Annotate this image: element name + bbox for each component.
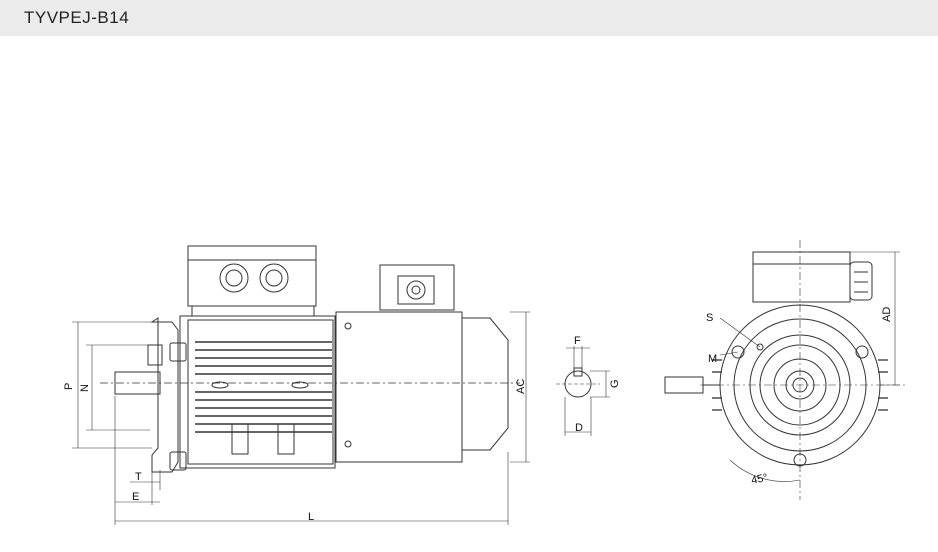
flange	[150, 317, 179, 473]
label-AC: AC	[515, 379, 527, 394]
label-E: E	[132, 491, 139, 503]
dimension-lines	[72, 311, 530, 525]
label-AD: AD	[881, 307, 893, 322]
header-bar: TYVPEJ-B14	[0, 0, 938, 36]
shaft-section	[556, 346, 610, 436]
page-title: TYVPEJ-B14	[24, 8, 130, 27]
label-M: M	[708, 353, 717, 365]
label-P: P	[63, 383, 75, 390]
dimension-labels: L E T P N AC F G D S M AD 45°	[63, 307, 893, 523]
label-L: L	[308, 511, 314, 523]
end-terminal-box	[752, 251, 851, 303]
label-D: D	[575, 422, 583, 434]
side-view	[72, 245, 530, 525]
end-view	[664, 240, 905, 500]
shaft	[114, 371, 161, 395]
label-S: S	[706, 312, 713, 324]
encoder-box	[379, 264, 455, 311]
brake-section	[335, 311, 463, 463]
label-T: T	[135, 471, 142, 483]
label-G: G	[609, 379, 621, 388]
terminal-box	[187, 245, 317, 307]
label-F: F	[574, 335, 581, 347]
label-N: N	[79, 384, 91, 392]
label-angle: 45°	[750, 472, 769, 487]
cooling-fins	[195, 341, 332, 433]
